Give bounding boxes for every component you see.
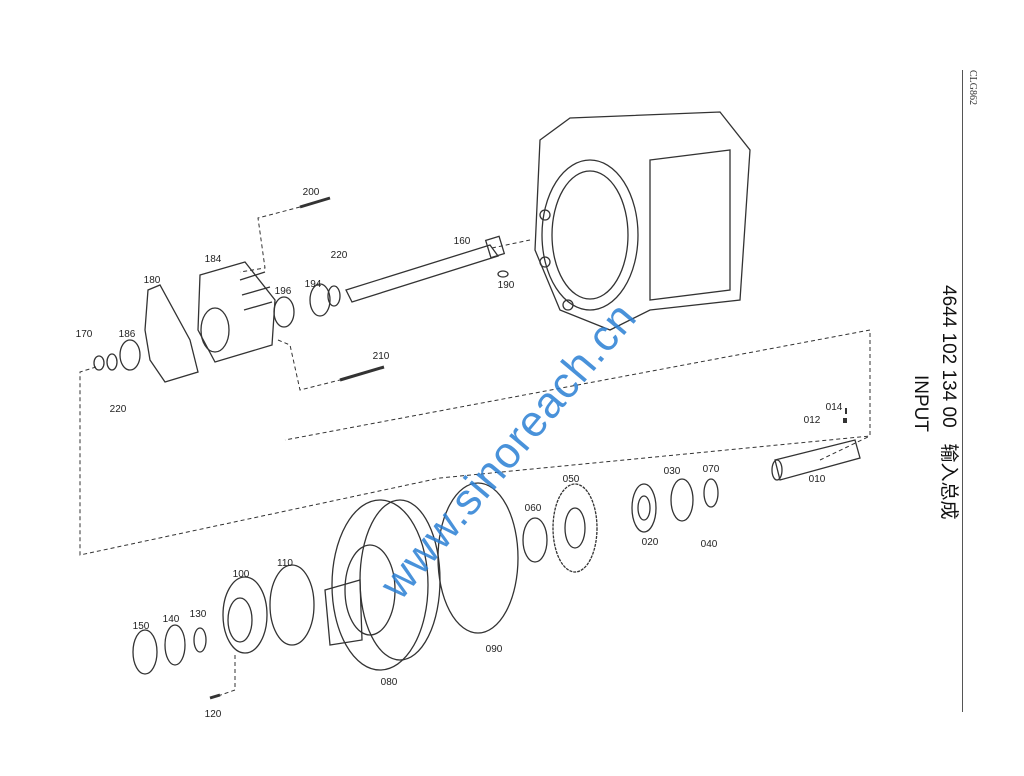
bearing-020-bore (637, 495, 651, 521)
part-label: 220 (110, 404, 127, 415)
bearing-194 (309, 283, 331, 317)
part-label: 120 (205, 709, 222, 720)
part-label: 160 (454, 236, 471, 247)
document-code: CLG862 (967, 70, 978, 105)
part-label: 220 (331, 250, 348, 261)
part-label: 040 (701, 539, 718, 550)
part-label: 080 (381, 677, 398, 688)
part-label: 184 (205, 254, 222, 265)
ring-150 (132, 629, 158, 675)
bolt-210 (339, 365, 385, 382)
part-number-title: 4644 102 134 00 输入总成 (938, 285, 959, 520)
part-label: 060 (525, 503, 542, 514)
border-line (962, 70, 963, 712)
part-label: 186 (119, 329, 136, 340)
part-label: 130 (190, 609, 207, 620)
part-label: 196 (275, 286, 292, 297)
part-label: 170 (76, 329, 93, 340)
bearing-020 (631, 483, 657, 533)
ring-220-lower (106, 353, 118, 371)
assembly-line-010 (819, 435, 871, 461)
part-label: 100 (233, 569, 250, 580)
assembly-line-160 (491, 239, 531, 249)
cover-100 (222, 576, 268, 654)
ring-070 (703, 478, 719, 508)
assembly-line-200 (239, 206, 301, 273)
part-label: 150 (133, 621, 150, 632)
part-label: 210 (373, 351, 390, 362)
bearing-186 (119, 339, 141, 371)
input-shaft-160 (345, 235, 506, 303)
seal-140 (164, 624, 186, 666)
part-label: 180 (144, 275, 161, 286)
part-label: 090 (486, 644, 503, 655)
part-label: 140 (163, 614, 180, 625)
ring-170 (93, 355, 105, 371)
part-label: 020 (642, 537, 659, 548)
gear-050-hub (564, 507, 586, 549)
pin-012 (843, 418, 847, 423)
part-label: 070 (703, 464, 720, 475)
plate-180 (144, 284, 199, 383)
carrier-080 (324, 499, 441, 671)
bearing-060 (522, 517, 548, 563)
part-label: 014 (826, 402, 843, 413)
bolt-120 (209, 693, 221, 700)
part-label: 200 (303, 187, 320, 198)
key-190 (497, 270, 509, 278)
ring-030 (670, 478, 694, 522)
part-label: 012 (804, 415, 821, 426)
assembly-line-210 (277, 339, 341, 391)
gear-050 (552, 483, 598, 573)
ring-220-upper (327, 285, 341, 307)
shaft-010 (771, 439, 861, 481)
bearing-housing-184 (197, 261, 276, 363)
gasket-110 (269, 564, 315, 646)
transmission-housing (534, 111, 751, 331)
part-label: 190 (498, 280, 515, 291)
part-label: 050 (563, 474, 580, 485)
assembly-line-main (79, 329, 871, 556)
assembly-line-120 (214, 655, 236, 698)
part-label: 194 (305, 279, 322, 290)
bolt-200 (299, 196, 331, 209)
ring-130 (193, 627, 207, 653)
part-label: 110 (277, 558, 293, 569)
assembly-subtitle: INPUT (910, 375, 931, 432)
part-label: 030 (664, 466, 681, 477)
ring-196 (273, 296, 295, 328)
part-label: 010 (809, 474, 826, 485)
